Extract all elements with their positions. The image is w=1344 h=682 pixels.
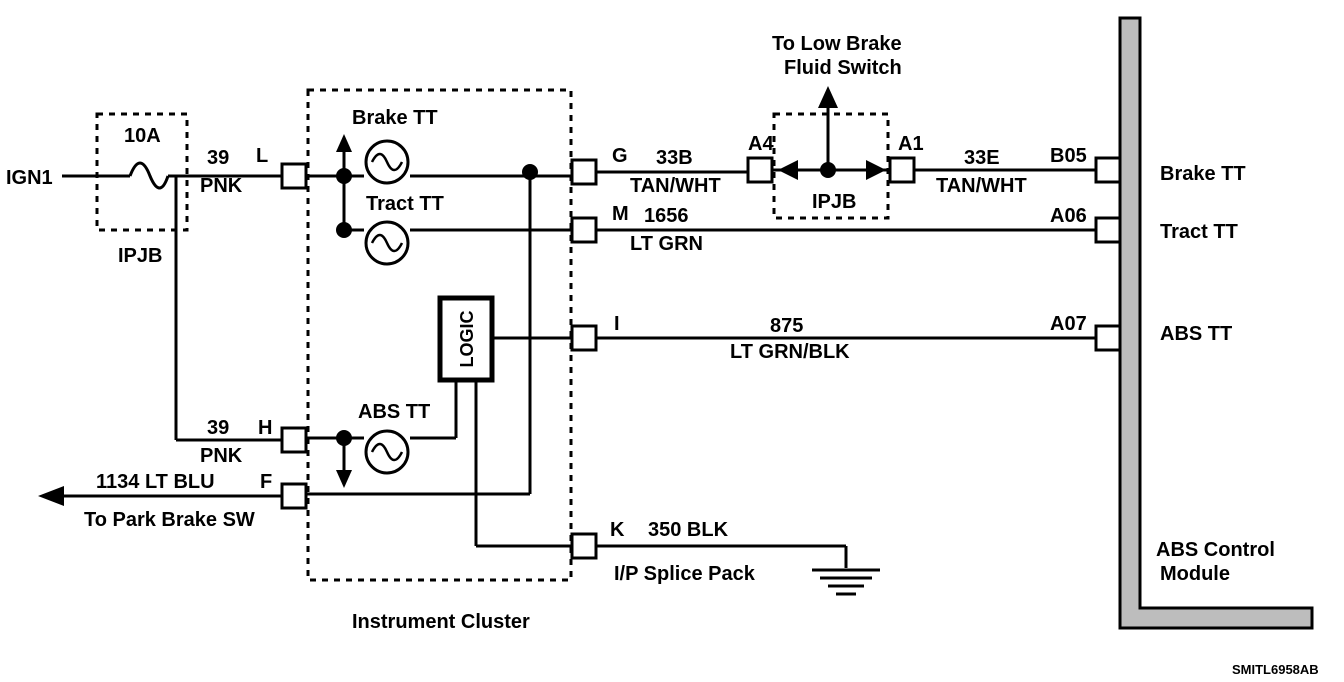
- ipjb-right-box: [772, 112, 890, 220]
- wire-39-bot-label: 39: [207, 417, 229, 439]
- wire-tan-wht-2-label: TAN/WHT: [936, 175, 1027, 197]
- fluid-switch-label: Fluid Switch: [784, 57, 902, 79]
- abs-lamp-wiring: [306, 378, 458, 488]
- pin-m-label: M: [612, 203, 629, 225]
- ign1-feed-wire: [62, 161, 282, 442]
- connector-a1: [888, 156, 916, 184]
- instrument-cluster-label: Instrument Cluster: [352, 611, 530, 633]
- park-brake-wire: [38, 486, 530, 506]
- connector-k: [570, 532, 598, 560]
- module-abs-tt-label: ABS TT: [1160, 323, 1232, 345]
- abs-module-label: Module: [1160, 563, 1230, 585]
- ipjb-left-label: IPJB: [118, 245, 162, 267]
- connector-b05-label: B05: [1050, 145, 1087, 167]
- wire-lt-grn-blk-label: LT GRN/BLK: [730, 341, 850, 363]
- connector-m: [570, 216, 598, 244]
- pin-f-label: F: [260, 471, 272, 493]
- brake-lamp-wiring: [306, 134, 572, 494]
- abs-control-module-bar: [1118, 16, 1314, 630]
- to-low-brake-label: To Low Brake: [772, 33, 902, 55]
- connector-a4-label: A4: [748, 133, 774, 155]
- wire-pnk-bot-label: PNK: [200, 445, 243, 467]
- connector-a06-label: A06: [1050, 205, 1087, 227]
- connector-a1-label: A1: [898, 133, 924, 155]
- fuse-ipjb-box: [95, 112, 189, 232]
- wire-1656-label: 1656: [644, 205, 689, 227]
- brake-tt-lamp-icon: [364, 139, 410, 185]
- wire-39-top-label: 39: [207, 147, 229, 169]
- module-tract-tt-label: Tract TT: [1160, 221, 1238, 243]
- wire-350-blk-label: 350 BLK: [648, 519, 729, 541]
- module-brake-tt-label: Brake TT: [1160, 163, 1246, 185]
- ign1-label: IGN1: [6, 167, 53, 189]
- connector-h: [280, 426, 308, 454]
- to-park-brake-label: To Park Brake SW: [84, 509, 255, 531]
- connector-a07-label: A07: [1050, 313, 1087, 335]
- reference-code: SMITL6958AB: [1232, 662, 1319, 677]
- connector-a4: [746, 156, 774, 184]
- wire-lt-grn-label: LT GRN: [630, 233, 703, 255]
- wire-1134-label: 1134 LT BLU: [96, 471, 215, 493]
- splice-pack-label: I/P Splice Pack: [614, 563, 756, 585]
- logic-module: LOGIC: [437, 295, 572, 548]
- pin-i-label: I: [614, 313, 620, 335]
- ipjb-splice: [778, 86, 886, 180]
- pin-k-label: K: [610, 519, 625, 541]
- abs-tt-lamp-icon: [364, 429, 410, 475]
- wire-875-label: 875: [770, 315, 803, 337]
- brake-tt-lamp-label: Brake TT: [352, 107, 438, 129]
- ipjb-right-label: IPJB: [812, 191, 856, 213]
- connector-g: [570, 158, 598, 186]
- fuse-rating-label: 10A: [124, 125, 161, 147]
- connector-f: [280, 482, 308, 510]
- wire-33e-label: 33E: [964, 147, 1000, 169]
- wire-33b-label: 33B: [656, 147, 693, 169]
- wire-pnk-top-label: PNK: [200, 175, 243, 197]
- pin-l-label: L: [256, 145, 268, 167]
- pin-h-label: H: [258, 417, 272, 439]
- connector-i: [570, 324, 598, 352]
- abs-control-label: ABS Control: [1156, 539, 1275, 561]
- module-wires: [596, 168, 1096, 568]
- connector-b05: [1094, 156, 1122, 184]
- tract-tt-lamp-label: Tract TT: [366, 193, 444, 215]
- connector-a07: [1094, 324, 1122, 352]
- pin-g-label: G: [612, 145, 628, 167]
- ground-icon: [812, 568, 880, 596]
- tract-tt-lamp-icon: [364, 220, 410, 266]
- connector-a06: [1094, 216, 1122, 244]
- abs-tt-lamp-label: ABS TT: [358, 401, 430, 423]
- logic-label: LOGIC: [457, 311, 477, 368]
- wire-tan-wht-1-label: TAN/WHT: [630, 175, 721, 197]
- connector-l: [280, 162, 308, 190]
